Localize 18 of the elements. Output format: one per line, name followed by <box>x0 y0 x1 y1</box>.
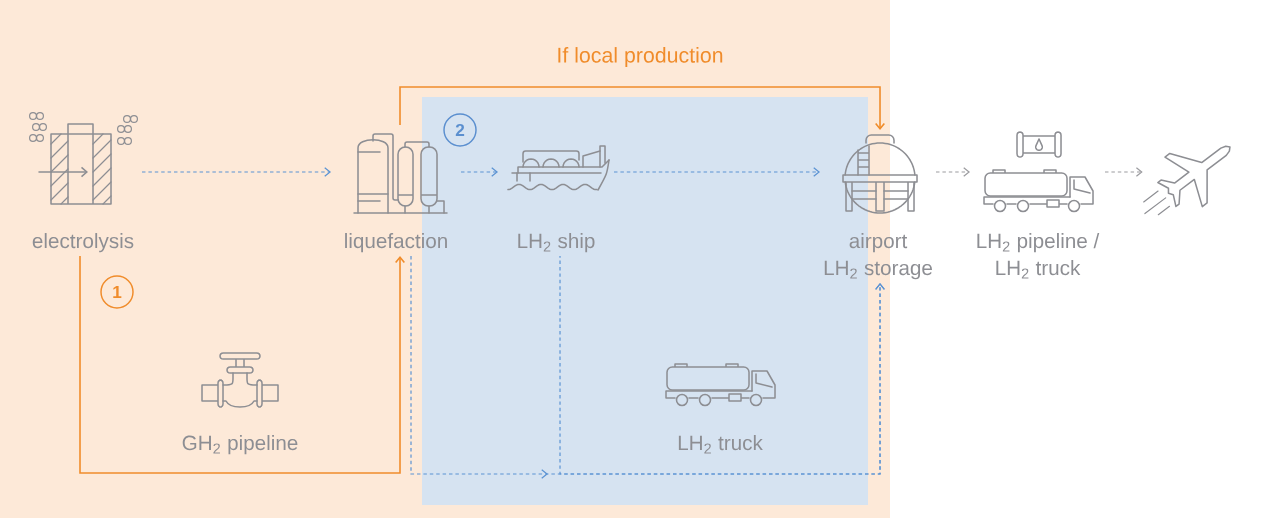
process-step: LH$_{2}$ ship <box>518 233 595 253</box>
callout-number: 2 <box>443 113 477 147</box>
process-step: LH$_{2}$ truck <box>678 435 763 454</box>
arrow <box>79 255 406 474</box>
process-step: liquefaction <box>345 233 447 253</box>
arrow <box>460 167 498 177</box>
callout-number: 1 <box>100 275 134 309</box>
airplane-icon <box>1143 145 1231 216</box>
arrow <box>613 167 820 177</box>
arrow <box>141 167 331 177</box>
edge-label: If local production <box>558 47 723 67</box>
process-step: GH$_{2}$ pipeline <box>182 435 298 455</box>
arrow <box>399 86 886 130</box>
arrow <box>1104 167 1143 177</box>
process-step: airport LH$_{2}$ storage <box>824 233 932 280</box>
process-step: LH$_{2}$ pipeline / LH$_{2}$ truck <box>977 233 1100 279</box>
process-step: electrolysis <box>32 233 134 253</box>
arrow <box>935 167 970 177</box>
